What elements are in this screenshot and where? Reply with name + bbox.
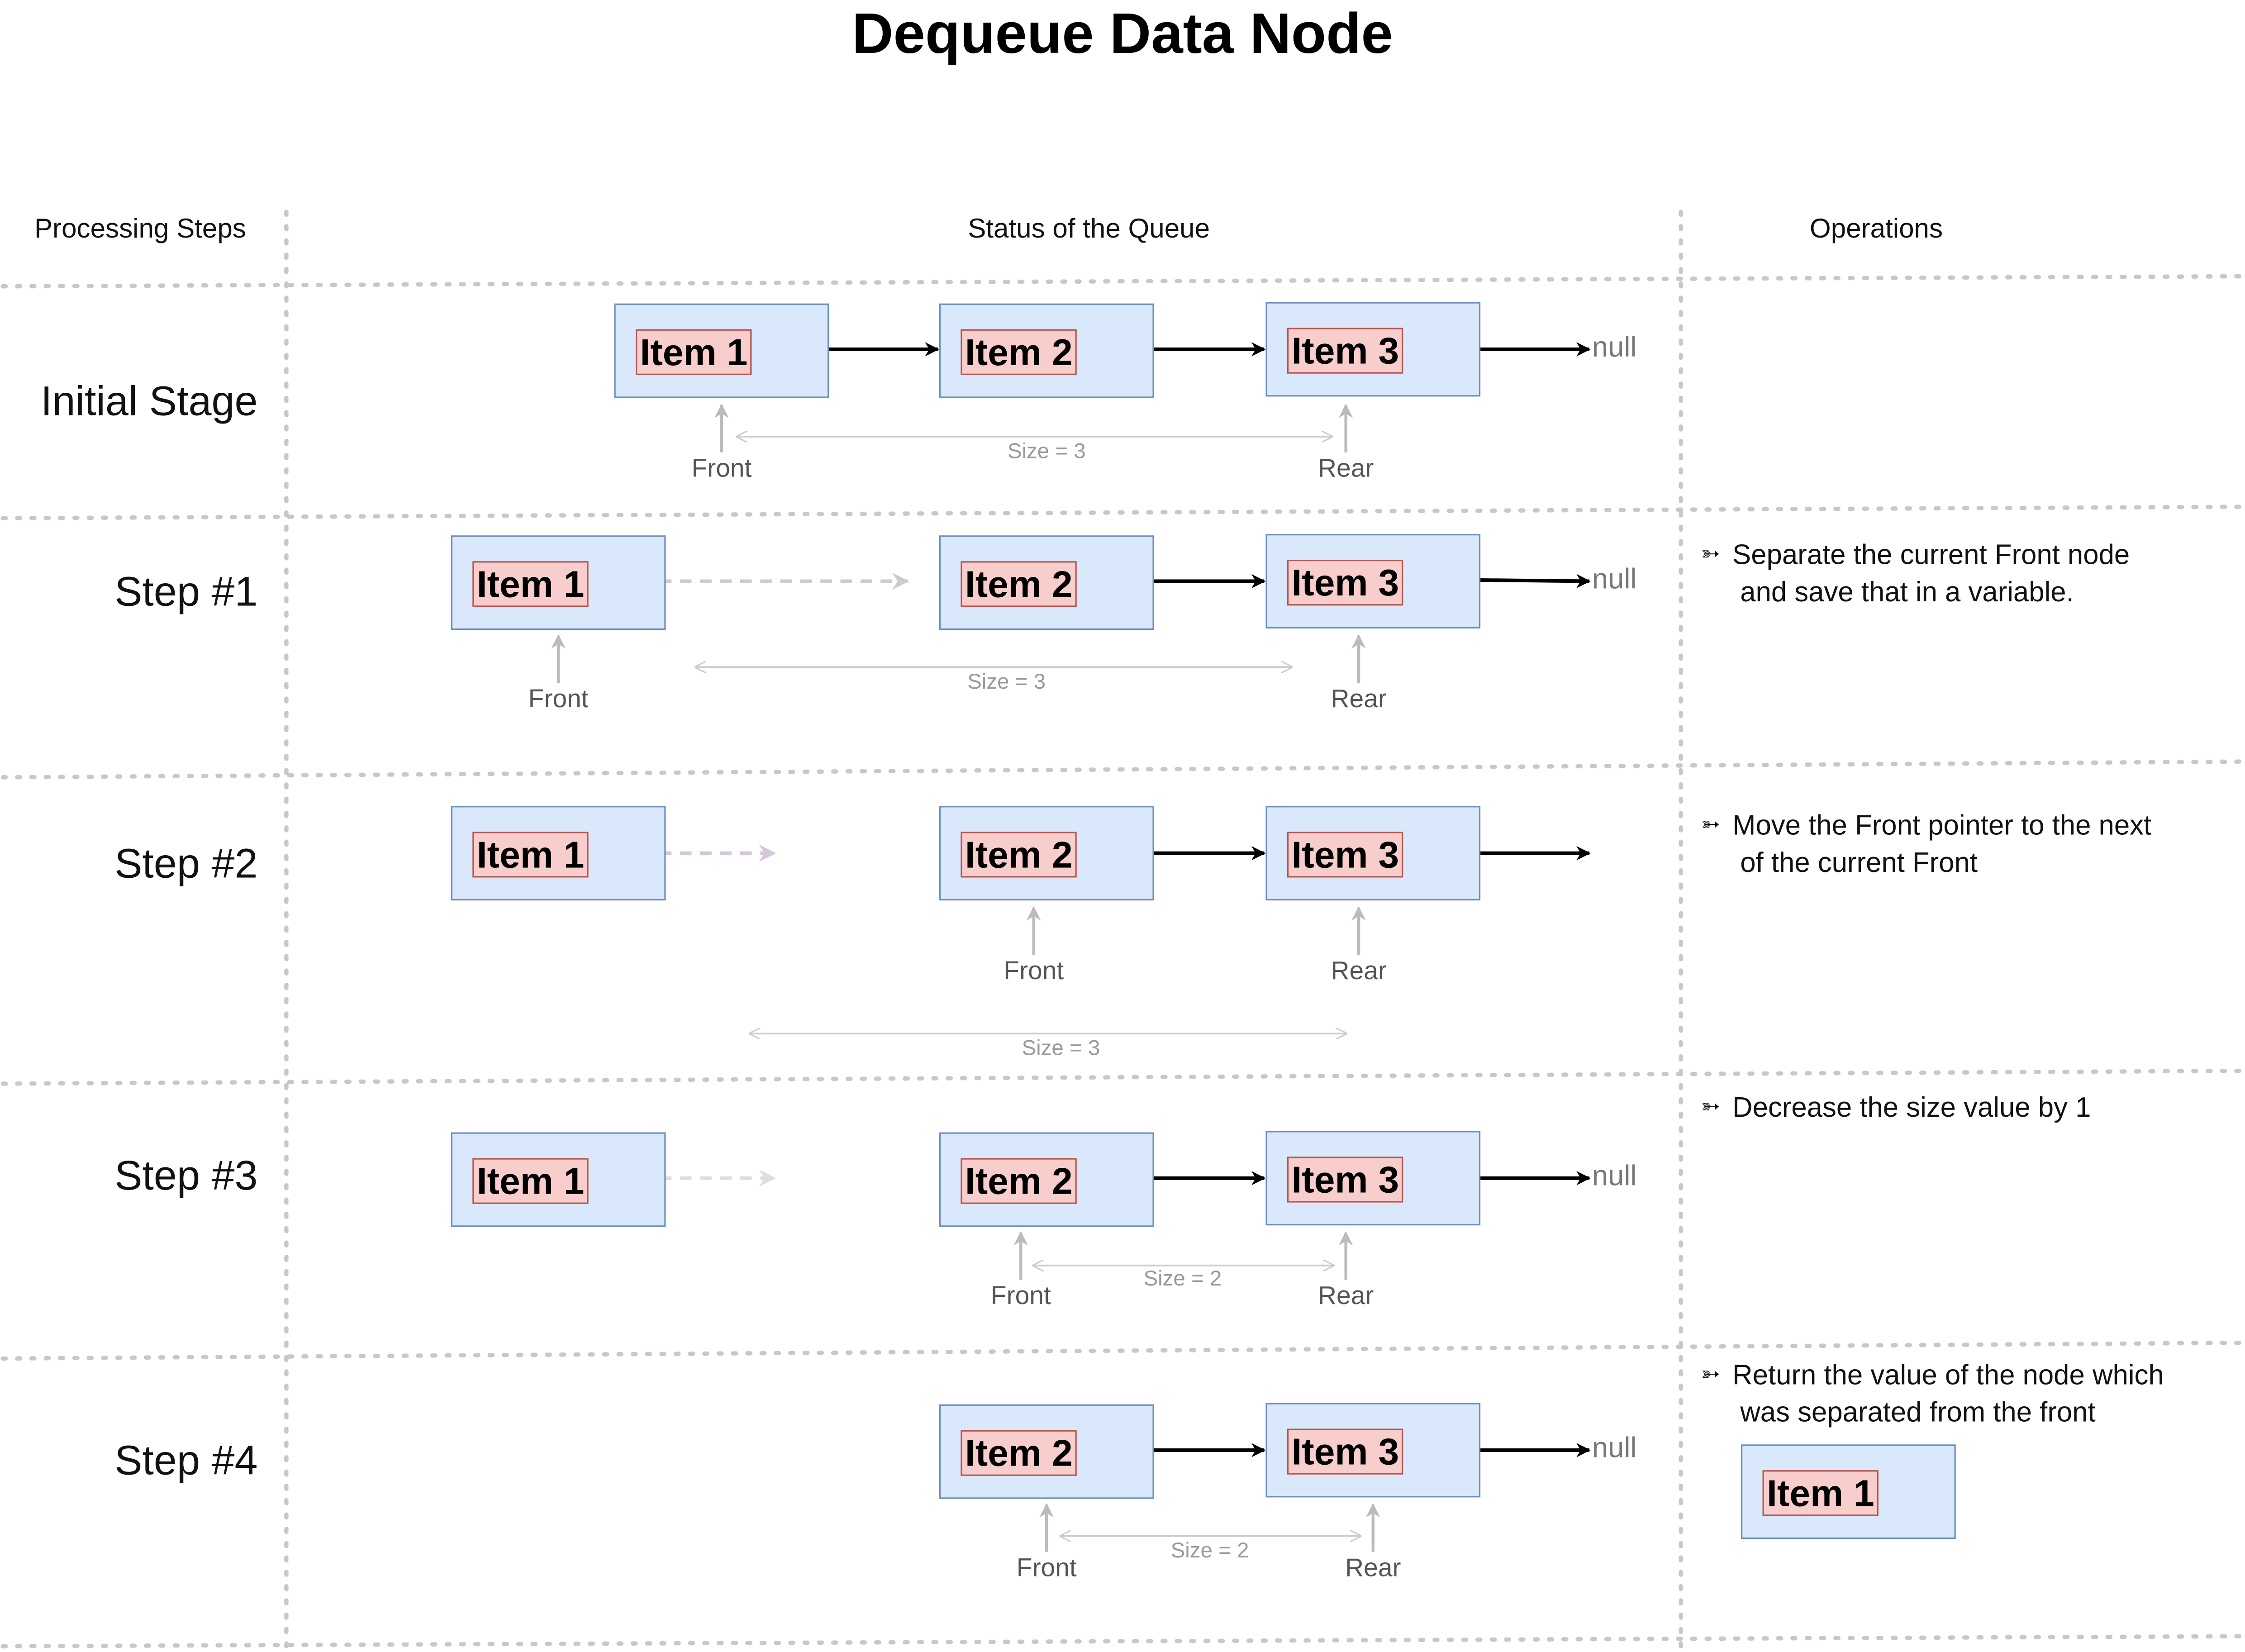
queue-node: Item 2 xyxy=(939,535,1154,630)
queue-node: Item 3 xyxy=(1265,534,1481,628)
null-label: null xyxy=(1592,1161,1637,1193)
node-value: Item 3 xyxy=(1287,560,1403,606)
operation-line: and save that in a variable. xyxy=(1740,577,2074,609)
operation-line: Separate the current Front node xyxy=(1732,539,2130,571)
queue-node: Item 2 xyxy=(939,1404,1154,1499)
arrow-right-icon: ➳ xyxy=(1701,543,1720,567)
front-pointer-label: Front xyxy=(691,453,752,483)
front-pointer-label: Front xyxy=(990,1281,1051,1310)
operation-line: Move the Front pointer to the next xyxy=(1732,810,2152,842)
node-value: Item 3 xyxy=(1287,328,1403,374)
node-value: Item 1 xyxy=(636,329,752,375)
queue-node: Item 3 xyxy=(1265,806,1481,901)
rear-pointer-label: Rear xyxy=(1318,453,1374,483)
arrow-right-icon: ➳ xyxy=(1701,1362,1720,1387)
null-label: null xyxy=(1592,1433,1637,1465)
node-value: Item 3 xyxy=(1287,832,1403,878)
operation-line: Return the value of the node which xyxy=(1732,1360,2164,1392)
node-value: Item 3 xyxy=(1287,1157,1403,1203)
size-label: Size = 2 xyxy=(1143,1266,1222,1291)
null-label: null xyxy=(1592,564,1637,596)
front-pointer-label: Front xyxy=(528,684,589,713)
node-value: Item 3 xyxy=(1287,1428,1403,1475)
size-label: Size = 3 xyxy=(967,670,1046,695)
node-value: Item 1 xyxy=(472,832,589,878)
column-header-operations: Operations xyxy=(1809,214,1943,245)
size-label: Size = 3 xyxy=(1022,1036,1100,1061)
row-label-step-3: Step #3 xyxy=(114,1154,258,1200)
node-value: Item 2 xyxy=(961,1430,1077,1476)
queue-node: Item 2 xyxy=(939,303,1154,398)
queue-node: Item 3 xyxy=(1265,1403,1481,1498)
node-value: Item 1 xyxy=(472,1158,589,1204)
rear-pointer-label: Rear xyxy=(1331,956,1387,985)
row-label-step-2: Step #2 xyxy=(114,842,258,888)
rear-pointer-label: Rear xyxy=(1318,1281,1374,1310)
operation-step-4: ➳ Return the value of the node which was … xyxy=(1701,1357,2164,1432)
front-pointer-label: Front xyxy=(1016,1553,1077,1582)
queue-node: Item 2 xyxy=(939,806,1154,901)
arrow-right-icon: ➳ xyxy=(1701,813,1720,838)
node-value: Item 2 xyxy=(961,1158,1077,1204)
node-value: Item 2 xyxy=(961,832,1077,878)
column-header-status: Status of the Queue xyxy=(968,214,1210,245)
operation-line: was separated from the front xyxy=(1740,1397,2096,1429)
front-pointer-label: Front xyxy=(1004,956,1064,985)
row-label-initial: Initial Stage xyxy=(41,379,258,425)
queue-node: Item 3 xyxy=(1265,1131,1481,1226)
column-header-steps: Processing Steps xyxy=(34,214,246,245)
diagram-title: Dequeue Data Node xyxy=(852,3,1393,66)
node-value: Item 1 xyxy=(1762,1470,1879,1516)
node-value: Item 2 xyxy=(961,329,1077,375)
queue-node: Item 1 xyxy=(451,1132,666,1227)
returned-node: Item 1 xyxy=(1741,1444,1956,1539)
row-label-step-4: Step #4 xyxy=(114,1438,258,1485)
rear-pointer-label: Rear xyxy=(1345,1553,1401,1582)
operation-step-2: ➳ Move the Front pointer to the next of t… xyxy=(1701,807,2151,882)
null-label: null xyxy=(1592,332,1637,364)
queue-node: Item 1 xyxy=(451,806,666,901)
grid-lines xyxy=(0,209,2242,1652)
row-label-step-1: Step #1 xyxy=(114,570,258,616)
operation-line: of the current Front xyxy=(1740,847,1978,879)
arrow-right-icon: ➳ xyxy=(1701,1095,1720,1120)
queue-node: Item 3 xyxy=(1265,302,1481,397)
size-label: Size = 2 xyxy=(1170,1539,1249,1563)
queue-node: Item 1 xyxy=(614,303,829,398)
operation-step-3: ➳ Decrease the size value by 1 xyxy=(1701,1090,2091,1127)
operation-line: Decrease the size value by 1 xyxy=(1732,1092,2091,1124)
size-label: Size = 3 xyxy=(1007,439,1086,464)
node-value: Item 2 xyxy=(961,561,1077,607)
queue-node: Item 1 xyxy=(451,535,666,630)
rear-pointer-label: Rear xyxy=(1331,684,1387,713)
queue-node: Item 2 xyxy=(939,1132,1154,1227)
operation-step-1: ➳ Separate the current Front node and sav… xyxy=(1701,537,2130,611)
node-value: Item 1 xyxy=(472,561,589,607)
